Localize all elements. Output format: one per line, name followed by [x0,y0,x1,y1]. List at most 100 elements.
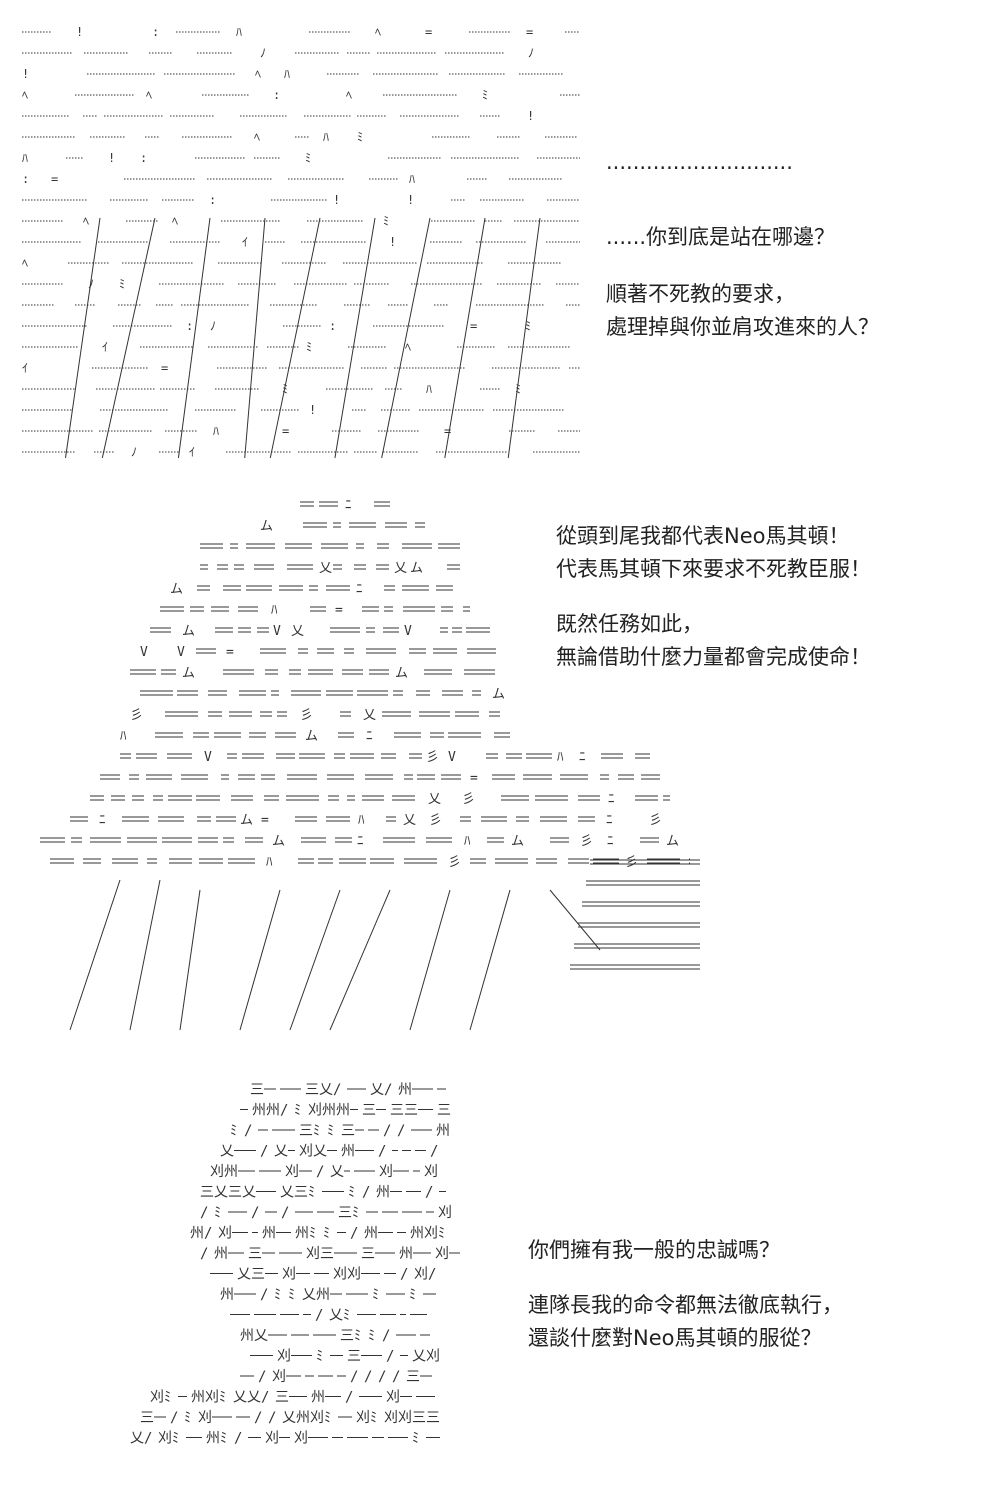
art-glyph: 刈 [265,1431,279,1447]
dialogue-line: ............................ [606,150,793,174]
art-glyph: / [200,1205,208,1221]
art-glyph: 刈 [272,1369,286,1385]
art-glyph: ム [511,834,524,849]
art-glyph: 彡 [130,708,143,723]
art-glyph: ﾊ [120,729,127,744]
art-glyph: ｲ [242,235,248,249]
art-glyph: ﾐ [164,1390,171,1406]
art-glyph: 三 [437,1103,451,1119]
art-stroke [179,889,201,1031]
art-glyph: 刈 [386,1390,400,1406]
art-glyph: ﾊ [266,855,273,870]
art-glyph: / [350,1369,358,1385]
art-glyph: 刈 [308,1103,322,1119]
art-stroke [244,217,266,459]
art-glyph: = [470,771,478,786]
art-glyph: 刈 [398,1410,412,1426]
art-stroke [65,217,101,459]
art-glyph: ﾆ [356,582,363,597]
art-glyph: 州 [296,1410,310,1426]
art-stroke [129,879,161,1031]
dialogue-line: 代表馬其頓下來要求不死教臣服！ [556,557,871,581]
art-glyph: ﾐ [309,1226,316,1242]
art-glyph: 彡 [462,792,475,807]
art-glyph: 州 [266,1103,280,1119]
art-glyph: 刈 [424,1226,438,1242]
art-glyph: 乂 [319,561,332,576]
art-glyph: 三 [248,1246,262,1262]
art-glyph: / [382,1328,390,1344]
art-glyph: / [333,1082,341,1098]
art-glyph: = [470,319,477,333]
art-glyph: / [362,1185,370,1201]
art-glyph: ﾊ [557,750,564,765]
art-glyph: 乂 [130,1431,144,1447]
panel-1: !:ﾊﾍ==ﾉﾉ!ﾍﾊﾍﾍ:ﾍﾐ!ﾍﾊﾐﾊ!:ﾐ:=ﾊ:!!ﾍﾍﾐｲ!ﾍﾉﾐ:ﾉ… [0,0,1000,480]
art-glyph: / [170,1410,178,1426]
art-glyph: 州 [311,1390,325,1406]
art-glyph: ﾐ [438,1226,445,1242]
art-glyph: ﾐ [515,382,521,396]
art-glyph: 三 [341,1123,355,1139]
art-glyph: 刈 [384,1410,398,1426]
art-glyph: 三 [275,1390,289,1406]
art-glyph: 乂 [412,1349,426,1365]
art-glyph: / [200,1246,208,1262]
art-glyph: = [51,172,58,186]
art-glyph: ム [305,729,318,744]
dialogue-line: 連隊長我的命令都無法徹底執行， [528,1293,843,1317]
art-glyph: 乂 [233,1390,247,1406]
art-glyph: / [280,1103,288,1119]
art-glyph: ﾍ [146,88,152,102]
art-glyph: / [430,1144,438,1160]
art-glyph: ﾐ [354,1328,361,1344]
art-glyph: ﾊ [464,834,471,849]
art-glyph: ﾐ [372,1287,379,1303]
art-glyph: 乂 [254,1328,268,1344]
art-glyph: ﾆ [607,834,614,849]
art-glyph: / [392,1369,400,1385]
dialogue-line: 還談什麼對Neo馬其頓的服從？ [528,1326,822,1350]
art-glyph: ﾐ [308,1185,315,1201]
art-glyph: 州 [252,1103,266,1119]
art-glyph: V [204,750,212,765]
art-glyph: / [258,1369,266,1385]
art-glyph: 乂 [242,1185,256,1201]
art-glyph: ﾐ [327,1123,334,1139]
art-glyph: 乂 [330,1164,344,1180]
art-glyph: ﾆ [345,498,352,513]
art-glyph: ﾐ [323,1226,330,1242]
art-glyph: = [161,361,168,375]
ascii-art-figure-3: 三三乂/乂/州州州/ﾐ刈州州三三三三ﾐ/三ﾐﾐ三//州乂/乂刈乂州//刈州刈/乂… [130,1078,470,1446]
art-glyph: 三 [251,1267,265,1283]
art-glyph: / [386,1349,394,1365]
art-glyph: 刈 [158,1431,172,1447]
art-glyph: / [378,1369,386,1385]
art-glyph: ム [240,813,253,828]
art-glyph: ﾐ [383,214,389,228]
art-glyph: 三 [347,1349,361,1365]
art-glyph: ム [410,561,423,576]
art-glyph: 乂 [403,813,416,828]
art-stroke [444,217,486,459]
art-glyph: / [204,1226,212,1242]
dialogue-line: 既然任務如此， [556,612,703,636]
art-glyph: / [350,1226,358,1242]
art-glyph: 刈 [424,1164,438,1180]
art-glyph: / [383,1123,391,1139]
art-glyph: ﾐ [343,1308,350,1324]
art-glyph: 刈 [435,1246,449,1262]
art-glyph: ﾍ [83,214,89,228]
art-glyph: ﾐ [316,1349,323,1365]
art-glyph: ﾐ [184,1410,191,1426]
dialogue-line: 從頭到尾我都代表Neo馬其頓！ [556,524,850,548]
art-glyph: ム [182,666,195,681]
dialogue-block-2: 從頭到尾我都代表Neo馬其頓！ 代表馬其頓下來要求不死教臣服！ 既然任務如此， … [556,520,871,674]
art-glyph: ﾆ [608,792,615,807]
art-glyph: ! [309,403,316,417]
art-glyph: ﾉ [210,319,216,333]
art-glyph: = [425,25,432,39]
art-glyph: ! [407,193,414,207]
art-glyph: V [448,750,456,765]
